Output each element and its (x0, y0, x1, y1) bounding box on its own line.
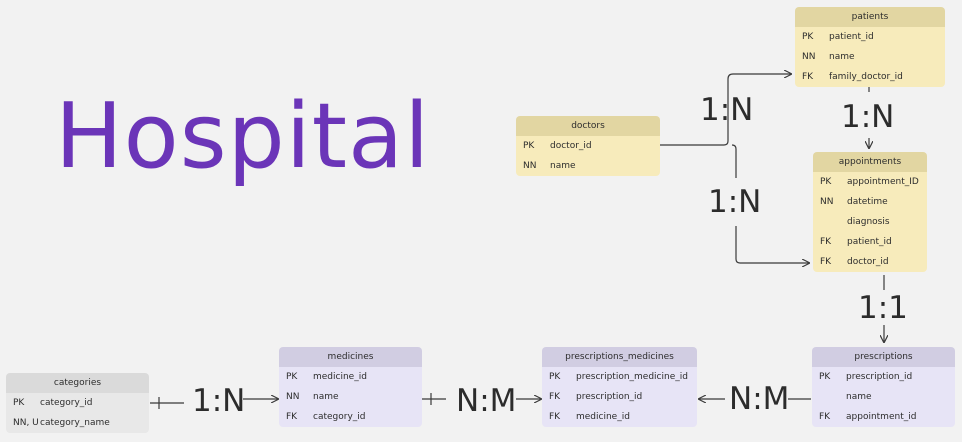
entity-row: NN datetime (813, 192, 927, 212)
attribute-name: patient_id (847, 237, 892, 247)
attribute-name: family_doctor_id (829, 72, 903, 82)
attribute-key: FK (802, 72, 814, 82)
entity-prescriptions-medicines[interactable]: prescriptions_medicines PK prescription_… (542, 347, 697, 427)
attribute-name: category_name (40, 418, 110, 428)
relationship-label-prescriptions-prescriptions-medicines: N:M (729, 381, 790, 417)
entity-patients-title: patients (795, 7, 945, 27)
attribute-name: category_id (40, 398, 93, 408)
entity-row: NN name (516, 156, 660, 176)
entity-prescriptions-medicines-body: PK prescription_medicine_id FK prescript… (542, 367, 697, 427)
entity-appointments-body: PK appointment_ID NN datetime diagnosis … (813, 172, 927, 272)
entity-prescriptions[interactable]: prescriptions PK prescription_id name FK… (812, 347, 955, 427)
attribute-key: NN (523, 161, 537, 171)
attribute-name: name (829, 52, 855, 62)
attribute-name: doctor_id (847, 257, 889, 267)
attribute-key: FK (820, 257, 832, 267)
attribute-name: appointment_ID (847, 177, 919, 187)
attribute-key (812, 387, 846, 407)
attribute-name: patient_id (829, 32, 874, 42)
doctors-appointments-arrow (735, 226, 809, 263)
entity-row: PK prescription_medicine_id (542, 367, 697, 387)
entity-appointments-title: appointments (813, 152, 927, 172)
attribute-name: prescription_medicine_id (576, 372, 688, 382)
attribute-name: doctor_id (550, 141, 592, 151)
relationship-label-doctors-patients: 1:N (700, 92, 754, 128)
relationship-label-patients-appointments: 1:N (841, 99, 895, 135)
doctors-appointments-connector (731, 144, 737, 178)
relationship-label-medicines-prescriptions-medicines: N:M (456, 383, 517, 419)
entity-medicines-title: medicines (279, 347, 422, 367)
entity-row: PK patient_id (795, 27, 945, 47)
entity-row: FK appointment_id (812, 407, 955, 427)
entity-categories[interactable]: categories PK category_id NN, U category… (6, 373, 149, 433)
relationship-label-doctors-appointments: 1:N (708, 184, 762, 220)
diagram-title: Hospital (55, 84, 431, 189)
entity-row: FK prescription_id (542, 387, 697, 407)
entity-row: FK family_doctor_id (795, 67, 945, 87)
entity-row: name (812, 387, 955, 407)
attribute-name: prescription_id (576, 392, 643, 402)
attribute-name: category_id (313, 412, 366, 422)
attribute-key: PK (523, 141, 535, 151)
entity-medicines-body: PK medicine_id NN name FK category_id (279, 367, 422, 427)
entity-prescriptions-body: PK prescription_id name FK appointment_i… (812, 367, 955, 427)
attribute-key: NN (286, 392, 300, 402)
entity-doctors-body: PK doctor_id NN name (516, 136, 660, 176)
entity-row: PK category_id (6, 393, 149, 413)
entity-row: FK category_id (279, 407, 422, 427)
entity-row: FK medicine_id (542, 407, 697, 427)
entity-row: FK patient_id (813, 232, 927, 252)
entity-row: NN name (279, 387, 422, 407)
entity-row: NN, U category_name (6, 413, 149, 433)
entity-row: diagnosis (813, 212, 927, 232)
attribute-key: PK (802, 32, 814, 42)
attribute-name: name (550, 161, 576, 171)
attribute-key: FK (820, 237, 832, 247)
entity-row: PK medicine_id (279, 367, 422, 387)
attribute-key: PK (819, 372, 831, 382)
entity-row: PK prescription_id (812, 367, 955, 387)
attribute-name: datetime (847, 197, 888, 207)
attribute-key: FK (549, 392, 561, 402)
entity-patients-body: PK patient_id NN name FK family_doctor_i… (795, 27, 945, 87)
entity-row: PK appointment_ID (813, 172, 927, 192)
relationship-label-categories-medicines: 1:N (192, 383, 246, 419)
attribute-key: PK (286, 372, 298, 382)
entity-patients[interactable]: patients PK patient_id NN name FK family… (795, 7, 945, 87)
entity-doctors-title: doctors (516, 116, 660, 136)
entity-medicines[interactable]: medicines PK medicine_id NN name FK cate… (279, 347, 422, 427)
entity-row: PK doctor_id (516, 136, 660, 156)
attribute-name: medicine_id (313, 372, 367, 382)
attribute-name: prescription_id (846, 372, 913, 382)
attribute-key: PK (13, 398, 25, 408)
attribute-name: appointment_id (846, 412, 917, 422)
attribute-name: name (846, 392, 872, 402)
attribute-key: PK (820, 177, 832, 187)
attribute-name: medicine_id (576, 412, 630, 422)
entity-appointments[interactable]: appointments PK appointment_ID NN dateti… (813, 152, 927, 272)
attribute-key: NN (820, 197, 834, 207)
attribute-key: PK (549, 372, 561, 382)
entity-row: NN name (795, 47, 945, 67)
attribute-key: NN (802, 52, 816, 62)
entity-categories-body: PK category_id NN, U category_name (6, 393, 149, 433)
attribute-key: FK (286, 412, 298, 422)
entity-row: FK doctor_id (813, 252, 927, 272)
entity-doctors[interactable]: doctors PK doctor_id NN name (516, 116, 660, 176)
attribute-name: name (313, 392, 339, 402)
entity-prescriptions-title: prescriptions (812, 347, 955, 367)
attribute-name: diagnosis (847, 217, 890, 227)
attribute-key: NN, U (13, 418, 39, 428)
attribute-key (813, 212, 847, 232)
attribute-key: FK (549, 412, 561, 422)
entity-categories-title: categories (6, 373, 149, 393)
relationship-label-appointments-prescriptions: 1:1 (858, 290, 908, 326)
entity-prescriptions-medicines-title: prescriptions_medicines (542, 347, 697, 367)
attribute-key: FK (819, 412, 831, 422)
